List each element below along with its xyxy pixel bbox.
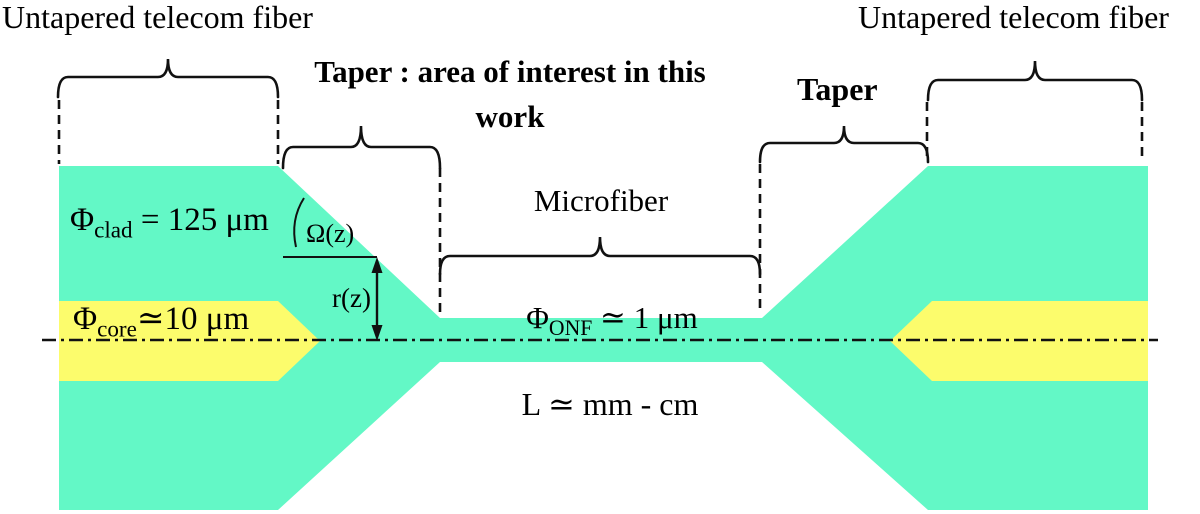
label-waist-length: L ≃ mm - cm xyxy=(521,386,699,422)
label-microfiber: Microfiber xyxy=(533,183,669,218)
omega-angle-arc xyxy=(293,197,305,248)
radius-arrow-head-up xyxy=(371,257,383,273)
label-taper-title-line1: Taper : area of interest in this xyxy=(314,54,706,89)
label-omega-angle: Ω(z) xyxy=(306,219,355,248)
onf-symbol: Φ xyxy=(526,300,549,335)
brace-microfiber xyxy=(438,236,762,276)
label-taper-right: Taper xyxy=(797,71,878,107)
label-core-diameter: Φcore≃10 μm xyxy=(73,301,250,340)
label-onf-diameter: ΦONF ≃ 1 μm xyxy=(452,300,772,339)
clad-value: = 125 μm xyxy=(132,202,269,238)
core-value: ≃10 μm xyxy=(136,301,250,337)
radius-arrow-head-down xyxy=(371,325,383,341)
brace-left-untapered xyxy=(56,58,280,99)
label-taper-title-line2: work xyxy=(475,99,545,135)
label-clad-diameter: Φclad = 125 μm xyxy=(70,202,269,241)
core-symbol: Φ xyxy=(73,301,98,337)
onf-value: ≃ 1 μm xyxy=(592,300,698,335)
brace-left-taper xyxy=(281,125,442,170)
label-radius: r(z) xyxy=(332,283,371,313)
clad-subscript: clad xyxy=(94,216,133,243)
core-subscript: core xyxy=(97,315,137,342)
label-taper-title: Taper : area of interest in this work xyxy=(285,55,735,134)
label-untapered-right: Untapered telecom fiber xyxy=(858,0,1169,35)
onf-subscript: ONF xyxy=(548,316,593,341)
label-untapered-left: Untapered telecom fiber xyxy=(2,0,313,35)
cladding-shape xyxy=(59,166,1148,510)
brace-right-untapered xyxy=(926,60,1144,102)
clad-symbol: Φ xyxy=(70,202,95,238)
brace-right-taper xyxy=(758,125,930,164)
